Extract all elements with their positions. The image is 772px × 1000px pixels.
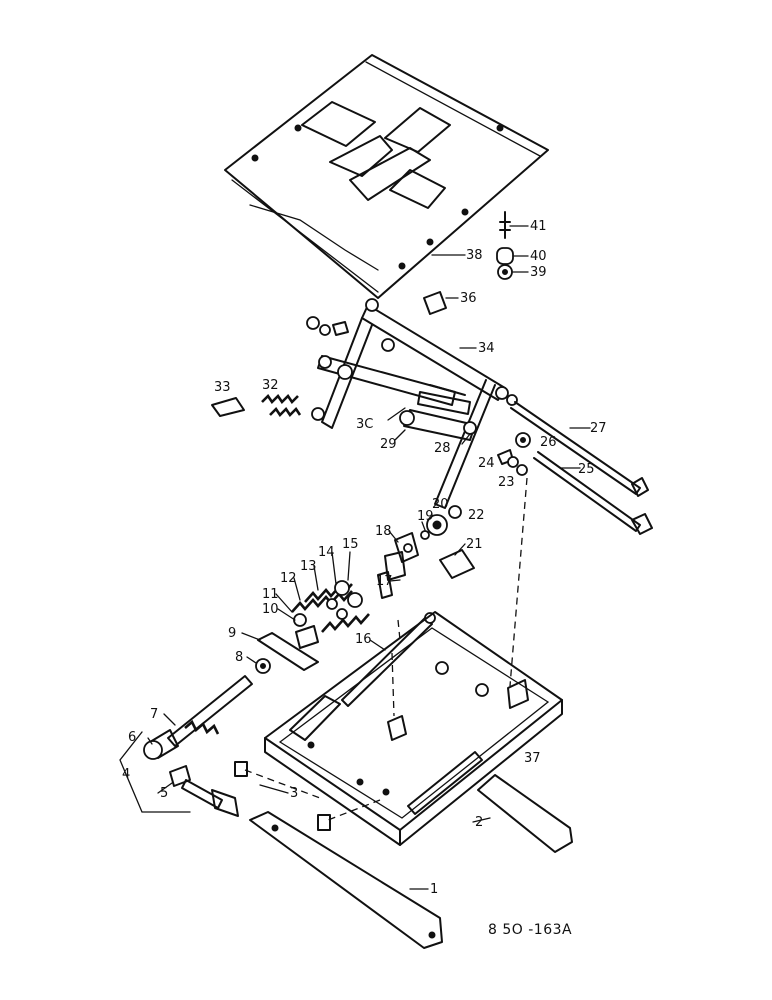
callout-leaders bbox=[147, 521, 491, 890]
callout-labels: 1 2 3 4 5 6 7 8 9 10 11 12 13 14 15 16 1… bbox=[122, 219, 607, 897]
nut bbox=[497, 264, 529, 280]
callout-19: 19 bbox=[417, 509, 434, 524]
right-slide-rail bbox=[477, 774, 573, 853]
spring-washers bbox=[326, 580, 363, 620]
rear-scissor-arm bbox=[434, 379, 496, 509]
callout-32: 32 bbox=[262, 378, 279, 393]
washer bbox=[515, 432, 531, 448]
adjuster-nut bbox=[293, 613, 307, 627]
callout-7: 7 bbox=[150, 707, 158, 722]
cross-tube bbox=[394, 409, 476, 441]
callout-23: 23 bbox=[498, 475, 515, 490]
callout-24: 24 bbox=[478, 456, 495, 471]
callout-3: 3 bbox=[290, 786, 298, 801]
callout-25: 25 bbox=[578, 462, 595, 477]
callout-13: 13 bbox=[300, 559, 317, 574]
callout-37: 37 bbox=[524, 751, 541, 766]
callout-14: 14 bbox=[318, 545, 335, 560]
callout-4: 4 bbox=[122, 767, 130, 782]
spacer-bushing bbox=[496, 247, 529, 265]
bushings bbox=[306, 316, 518, 421]
callout-40: 40 bbox=[530, 249, 547, 264]
small-springs bbox=[261, 393, 302, 418]
callout-11: 11 bbox=[262, 587, 279, 602]
callout-10: 10 bbox=[262, 602, 279, 617]
callout-17: 17 bbox=[376, 574, 393, 589]
left-slide-rail bbox=[249, 811, 443, 949]
drawing-reference-number: 8 5O -163A bbox=[488, 922, 572, 938]
adjusting-screw bbox=[167, 675, 253, 747]
callout-6: 6 bbox=[128, 730, 136, 745]
callout-36: 36 bbox=[460, 291, 477, 306]
callout-22: 22 bbox=[468, 508, 485, 523]
pivot-bracket bbox=[394, 532, 419, 563]
linkage-bracket bbox=[417, 384, 471, 415]
clip-block bbox=[423, 291, 459, 315]
callout-33: 33 bbox=[214, 380, 231, 395]
callout-5: 5 bbox=[160, 786, 168, 801]
callout-15: 15 bbox=[342, 537, 359, 552]
seat-top-plate bbox=[224, 54, 549, 299]
callout-27: 27 bbox=[590, 421, 607, 436]
callout-9: 9 bbox=[228, 626, 236, 641]
base-frame bbox=[264, 611, 563, 846]
callout-18: 18 bbox=[375, 524, 392, 539]
callout-1: 1 bbox=[430, 882, 438, 897]
adjusting-knob bbox=[143, 729, 179, 760]
callout-41: 41 bbox=[530, 219, 547, 234]
callout-38: 38 bbox=[466, 248, 483, 263]
cover-plate bbox=[439, 549, 475, 579]
callout-34: 34 bbox=[478, 341, 495, 356]
link-rod bbox=[341, 612, 436, 707]
callout-39: 39 bbox=[530, 265, 547, 280]
mounting-pegs bbox=[234, 761, 331, 831]
callout-30: 3C bbox=[356, 417, 373, 432]
callout-28: 28 bbox=[434, 441, 451, 456]
spring-upper bbox=[291, 590, 353, 613]
pivot-assembly bbox=[420, 505, 462, 540]
spring-lower bbox=[321, 613, 370, 633]
circlip bbox=[507, 456, 528, 476]
callout-29: 29 bbox=[380, 437, 397, 452]
callout-8: 8 bbox=[235, 650, 243, 665]
group-bracket bbox=[119, 731, 191, 813]
release-lever bbox=[169, 765, 239, 817]
callout-20: 20 bbox=[432, 497, 449, 512]
adjuster-block bbox=[295, 625, 319, 649]
scissor-link-arm bbox=[317, 355, 456, 421]
actuator-arm bbox=[377, 551, 406, 599]
long-shaft-upper bbox=[510, 401, 649, 497]
long-shaft-lower bbox=[533, 451, 653, 535]
assembly-lines bbox=[244, 477, 528, 821]
callout-21: 21 bbox=[466, 537, 483, 552]
callout-12: 12 bbox=[280, 571, 297, 586]
callout-26: 26 bbox=[540, 435, 557, 450]
adjuster-plate bbox=[257, 632, 319, 671]
callout-2: 2 bbox=[475, 815, 483, 830]
hex-nut bbox=[255, 658, 271, 674]
stud-bolt bbox=[499, 211, 529, 239]
spring-bracket bbox=[211, 397, 245, 417]
callout-16: 16 bbox=[355, 632, 372, 647]
